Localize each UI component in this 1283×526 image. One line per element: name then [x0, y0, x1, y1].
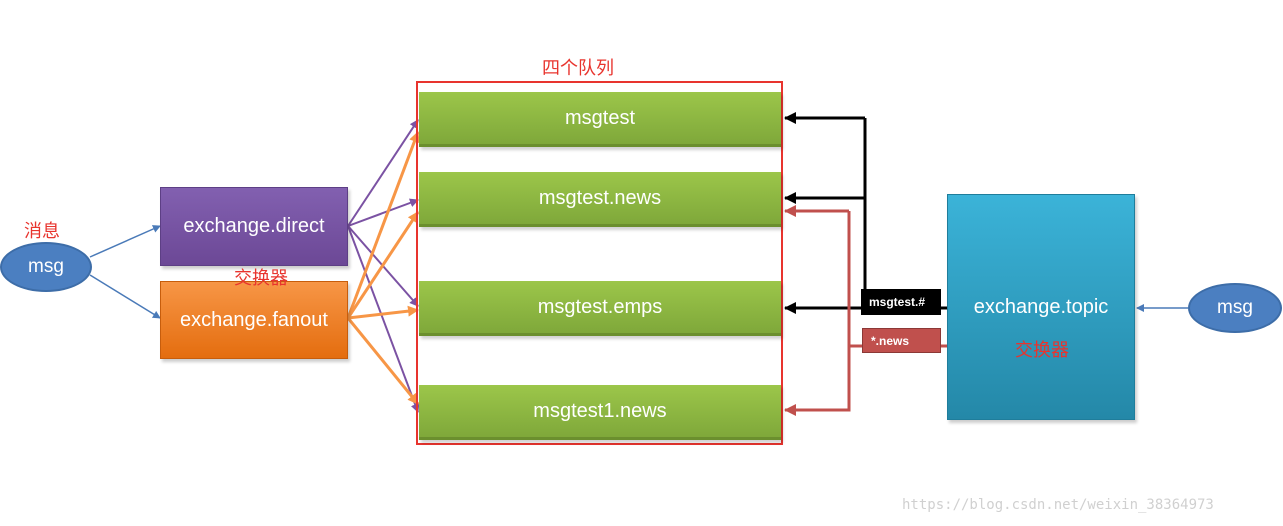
topic-hash-binding-trunk [863, 118, 948, 310]
queue-msgtest: msgtest [419, 92, 781, 147]
direct-to-msgtest1-news-arrow [347, 225, 420, 413]
routing-key-hash-tag: msgtest.# [861, 289, 941, 315]
exchange-topic: exchange.topic [947, 194, 1135, 420]
left-msg-node: msg [0, 242, 92, 292]
routing-key-news-tag: *.news [862, 328, 941, 353]
msg-to-fanout-arrow [89, 274, 161, 319]
exchange-fanout: exchange.fanout [160, 281, 348, 359]
exchange-direct: exchange.direct [160, 187, 348, 266]
message-label: 消息 [24, 221, 60, 242]
fanout-to-msgtest-news-arrow [346, 211, 420, 319]
watermark: https://blog.csdn.net/weixin_38364973 [902, 497, 1214, 513]
queue-msgtest-emps: msgtest.emps [419, 281, 781, 336]
queue-msgtest1-news: msgtest1.news [419, 385, 781, 440]
direct-to-msgtest-news-arrow [347, 198, 419, 227]
queues-title: 四个队列 [542, 58, 614, 79]
fanout-to-msgtest-arrow [346, 131, 420, 319]
topic-to-msgtest1-news-red-arrow [784, 346, 851, 416]
fanout-to-msgtest-emps-arrow [347, 305, 419, 320]
queues-frame [416, 81, 783, 445]
exchange-label-left: 交换器 [234, 268, 288, 289]
right-msg-node: msg [1188, 283, 1282, 333]
msg-to-direct-arrow [89, 225, 161, 258]
queue-msgtest-news: msgtest.news [419, 172, 781, 227]
direct-to-msgtest-arrow [347, 119, 419, 227]
exchange-label-right: 交换器 [1015, 340, 1069, 361]
fanout-to-msgtest1-news-arrow [346, 317, 420, 405]
